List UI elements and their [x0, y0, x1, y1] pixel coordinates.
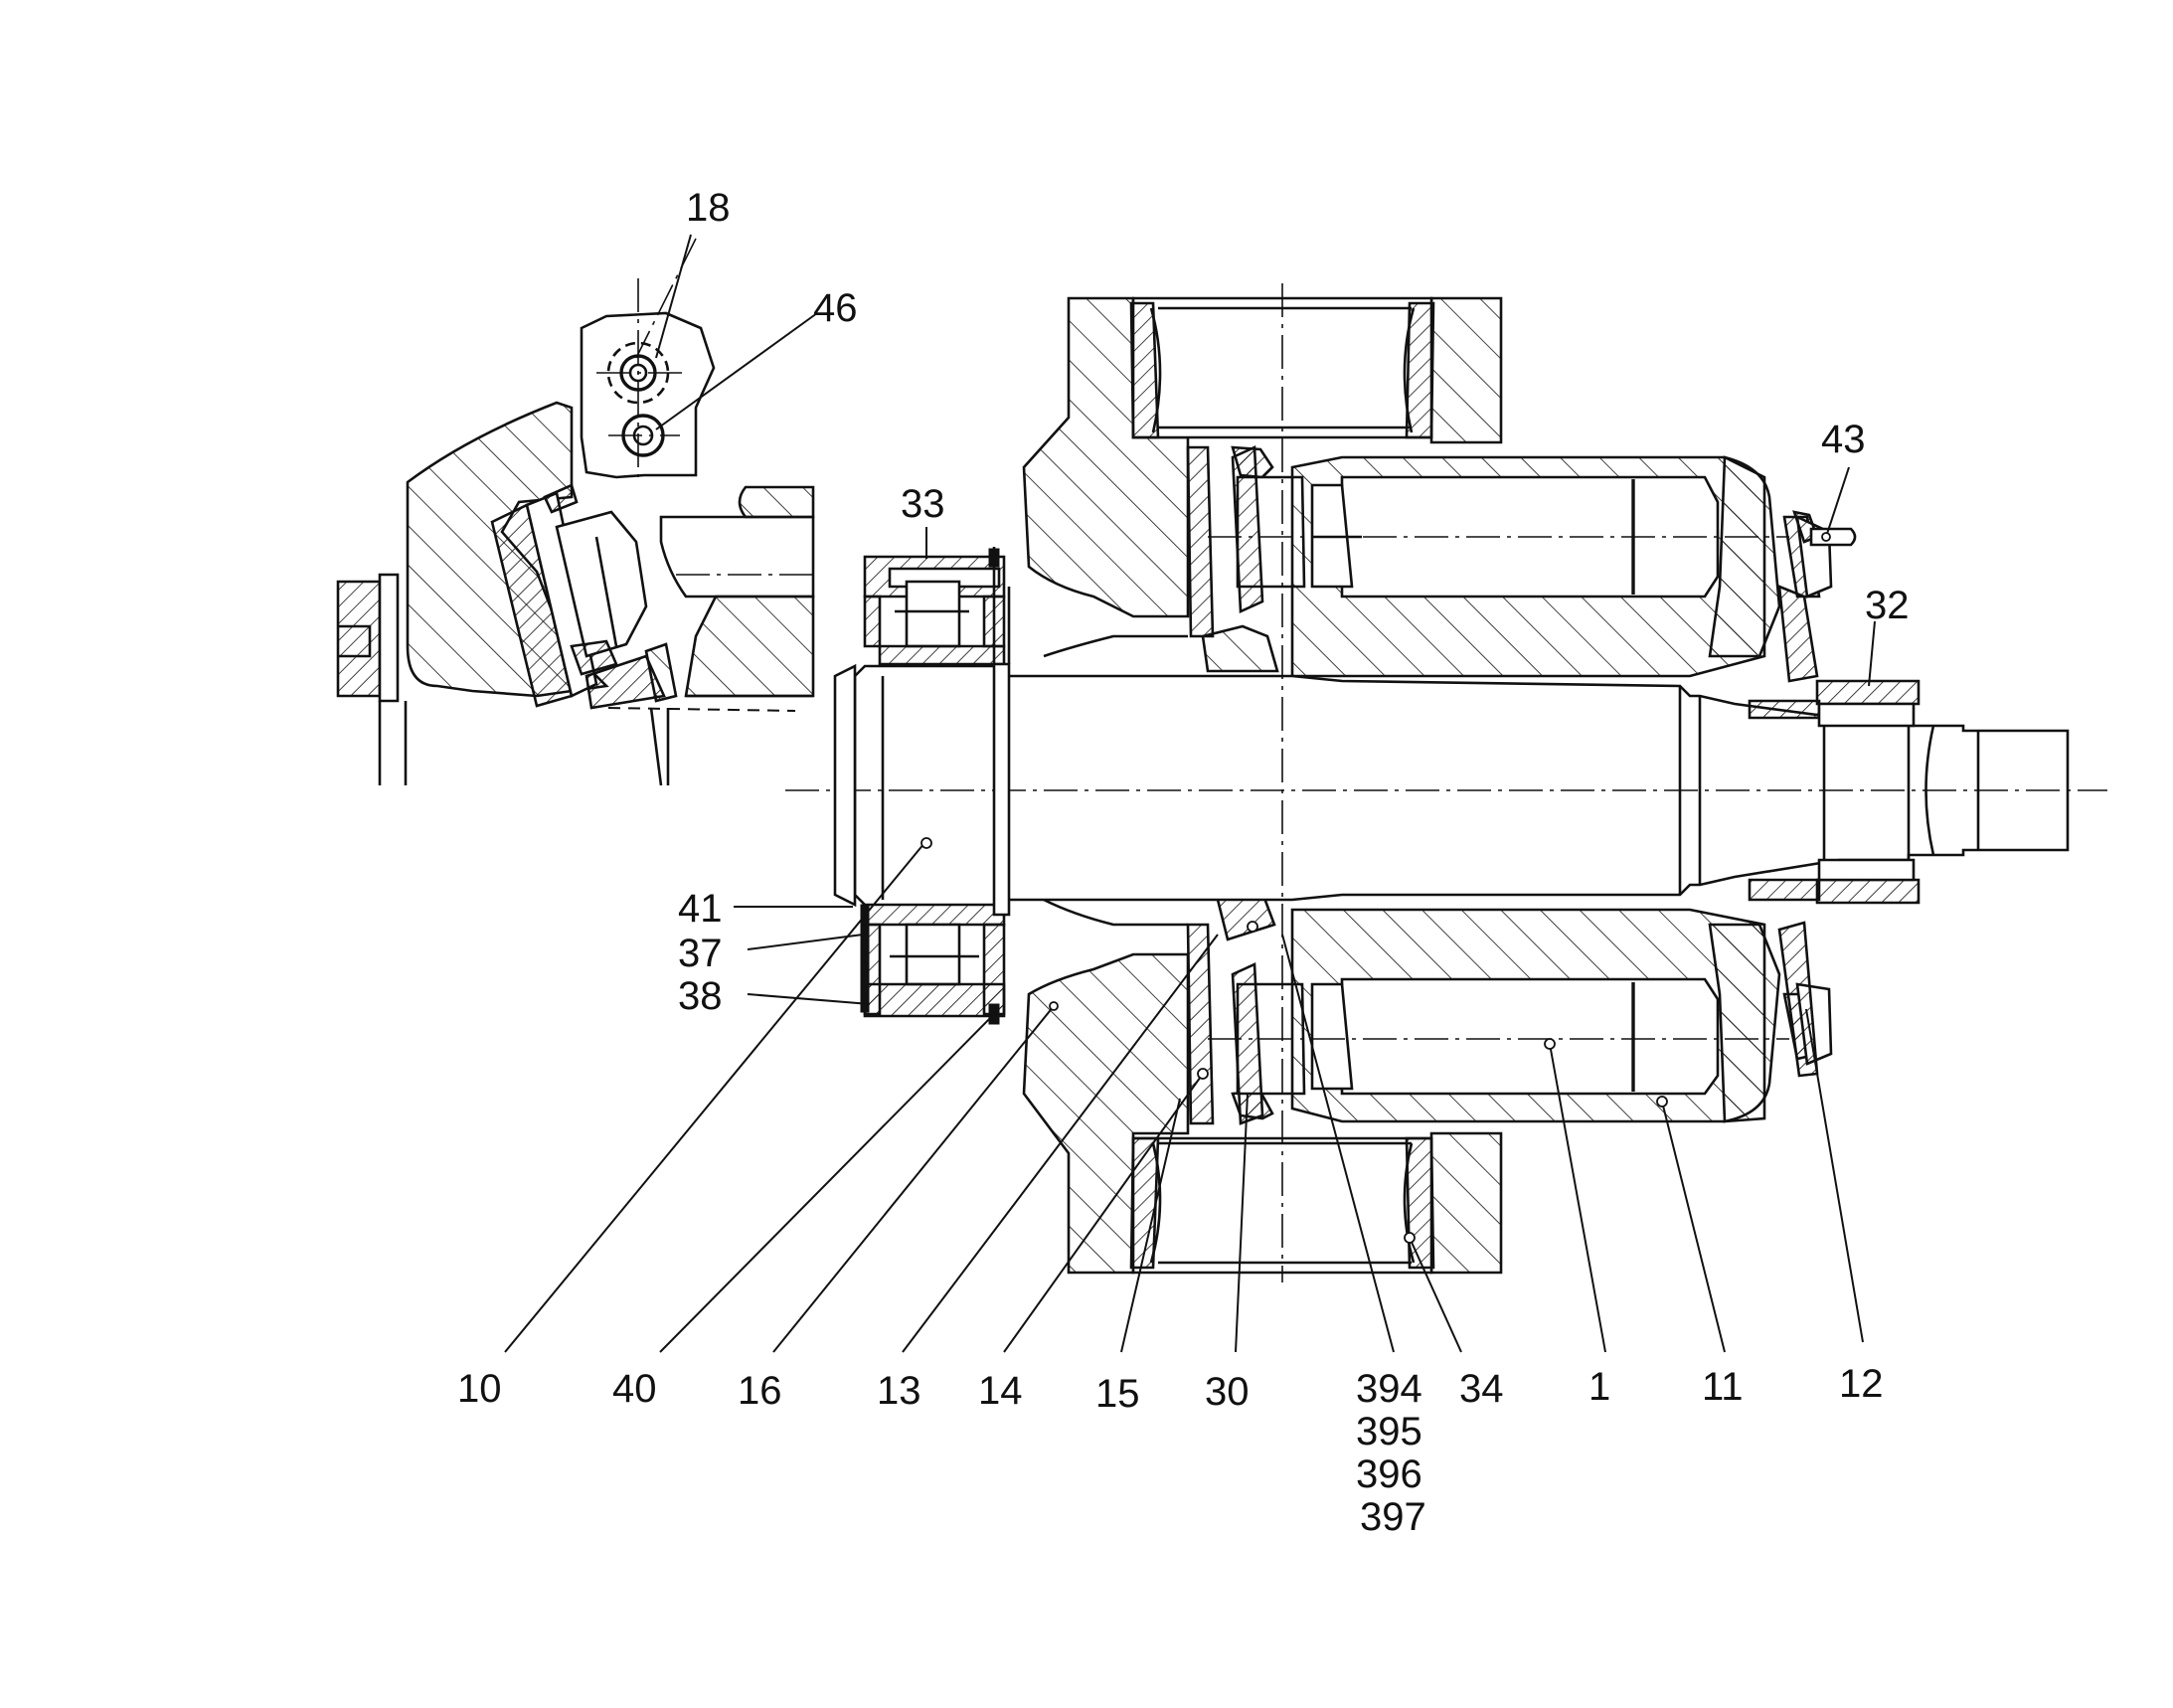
label-37: 37: [678, 932, 723, 975]
rear-bearing: [1748, 510, 1921, 1078]
label-394: 394: [1356, 1367, 1422, 1411]
label-38: 38: [678, 974, 723, 1018]
label-397: 397: [1360, 1495, 1426, 1539]
label-32: 32: [1865, 584, 1910, 627]
label-396: 396: [1356, 1452, 1422, 1496]
label-43: 43: [1821, 418, 1866, 461]
drive-shaft: [785, 283, 2107, 1282]
label-34: 34: [1459, 1367, 1504, 1411]
leader-lines: [504, 234, 1876, 1353]
label-12: 12: [1839, 1362, 1884, 1406]
label-11: 11: [1702, 1365, 1744, 1409]
label-395: 395: [1356, 1410, 1422, 1453]
label-18: 18: [686, 186, 731, 230]
label-15: 15: [1095, 1372, 1140, 1416]
label-40: 40: [612, 1367, 657, 1411]
reference-numbers: 18 46 33 43 32 41 37 38 10 40 16 13 14 1…: [457, 186, 1910, 1539]
label-13: 13: [877, 1369, 921, 1413]
label-10: 10: [457, 1367, 502, 1411]
label-1: 1: [1588, 1365, 1610, 1409]
label-46: 46: [813, 286, 858, 330]
label-30: 30: [1205, 1370, 1250, 1414]
front-bearing: [860, 548, 1006, 1025]
cylinder-block: [1208, 445, 1833, 1125]
swashplate-detail: [336, 238, 815, 786]
label-41: 41: [678, 887, 723, 931]
label-16: 16: [738, 1369, 782, 1413]
label-14: 14: [978, 1369, 1023, 1413]
label-33: 33: [901, 482, 945, 526]
